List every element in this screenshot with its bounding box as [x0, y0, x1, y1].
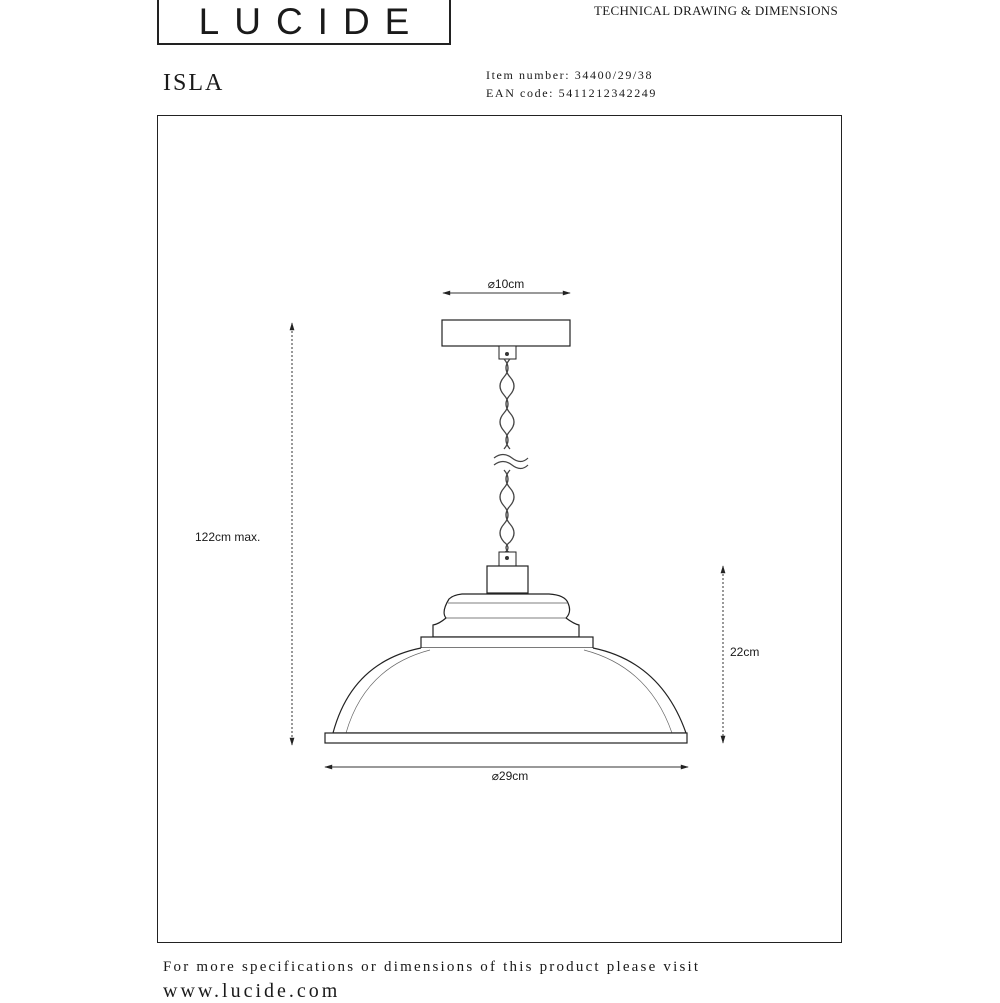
ean-code: EAN code: 5411212342249: [486, 86, 658, 100]
drawing-frame: [157, 115, 842, 943]
product-name: ISLA: [163, 70, 225, 96]
braided-cable: [493, 358, 529, 554]
total-height-label: 122cm max.: [195, 530, 260, 544]
lucide-logo: LUCIDE: [157, 0, 451, 45]
website-link[interactable]: www.lucide.com: [163, 980, 341, 1002]
footer-note: For more specifications or dimensions of…: [163, 959, 701, 975]
pendant-shade: [324, 551, 688, 744]
shade-height-dimension: 22cm: [720, 565, 759, 744]
shade-diameter-dimension: ⌀29cm: [324, 764, 689, 783]
item-number: Item number: 34400/29/38: [486, 68, 654, 82]
ceiling-canopy: [441, 319, 571, 360]
canopy-diameter-label: ⌀10cm: [488, 277, 525, 291]
logo-text: LUCIDE: [198, 1, 425, 42]
shade-height-label: 22cm: [730, 645, 759, 659]
document-type: TECHNICAL DRAWING & DIMENSIONS: [594, 3, 838, 18]
total-height-dimension: 122cm max.: [195, 322, 295, 746]
canopy-diameter-dimension: ⌀10cm: [442, 277, 571, 296]
shade-diameter-label: ⌀29cm: [492, 769, 529, 783]
